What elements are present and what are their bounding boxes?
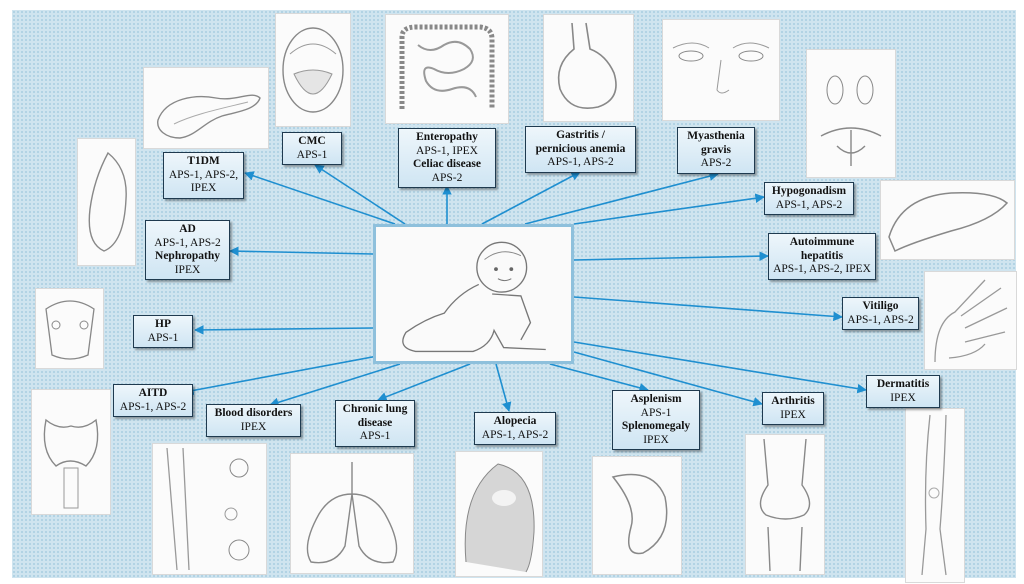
condition-detail: IPEX	[890, 391, 916, 404]
condition-myasthenia-box: Myasthenia gravis APS-2	[677, 127, 755, 174]
condition-title: T1DM	[187, 155, 220, 167]
condition-title: HP	[155, 318, 171, 330]
condition-detail: APS-1, APS-2	[547, 156, 614, 168]
condition-title-2: Nephropathy	[155, 250, 220, 262]
condition-hepatitis-box: Autoimmune hepatitis APS-1, APS-2, IPEX	[768, 233, 876, 280]
liver-sketch	[880, 180, 1015, 260]
spleen-sketch	[592, 456, 682, 575]
condition-t1dm-box: T1DM APS-1, APS-2, IPEX	[163, 152, 244, 199]
intestine-sketch	[385, 14, 509, 124]
arm-sketch	[905, 408, 965, 583]
crawling-baby-sketch	[373, 224, 574, 364]
condition-detail: IPEX	[780, 408, 806, 421]
condition-detail: APS-1, APS-2	[847, 313, 914, 326]
condition-detail: APS-1, APS-2	[775, 198, 843, 211]
condition-aitd-box: AITD APS-1, APS-2	[113, 384, 193, 417]
condition-title: AD	[179, 223, 196, 235]
condition-gastritis-box: Gastritis / pernicious anemia APS-1, APS…	[525, 126, 636, 173]
condition-detail: APS-1	[296, 148, 328, 161]
kidney-adrenal-sketch	[77, 138, 136, 266]
condition-title: Chronic lung disease	[342, 403, 408, 429]
hand-sketch	[924, 271, 1017, 370]
condition-title: Hypogonadism	[771, 185, 847, 197]
condition-detail: APS-1, APS-2	[119, 400, 187, 413]
condition-hypogonadism-box: Hypogonadism APS-1, APS-2	[764, 182, 854, 215]
condition-title: Alopecia	[493, 415, 537, 427]
condition-detail: APS-2	[700, 157, 732, 169]
condition-detail-2: APS-2	[431, 171, 463, 184]
condition-alopecia-box: Alopecia APS-1, APS-2	[474, 412, 556, 445]
thyroid-sketch	[31, 389, 111, 515]
condition-blood-box: Blood disorders IPEX	[206, 404, 301, 437]
condition-detail: APS-1	[640, 406, 672, 419]
condition-title: Gastritis / pernicious anemia	[535, 129, 626, 155]
condition-title-2: Celiac disease	[412, 158, 482, 170]
condition-detail: APS-1, APS-2	[154, 236, 221, 249]
knee-joint-sketch	[745, 434, 825, 575]
blood-cells-sketch	[152, 443, 267, 575]
condition-detail: APS-1	[147, 331, 179, 344]
condition-title: Enteropathy	[416, 131, 478, 143]
mouth-sketch	[275, 13, 351, 127]
condition-title: AITD	[138, 387, 168, 399]
condition-lung-box: Chronic lung disease APS-1	[335, 400, 415, 447]
condition-title: Myasthenia gravis	[687, 130, 745, 156]
condition-arthritis-box: Arthritis IPEX	[762, 392, 824, 425]
condition-dermatitis-box: Dermatitis IPEX	[866, 375, 940, 408]
condition-title-2: Splenomegaly	[621, 420, 691, 432]
condition-detail: APS-1, APS-2	[481, 428, 549, 441]
condition-title: Dermatitis	[876, 378, 930, 390]
condition-enteropathy-box: Enteropathy APS-1, IPEX Celiac disease A…	[398, 128, 496, 188]
head-sketch	[455, 451, 543, 577]
pancreas-sketch	[143, 67, 269, 149]
condition-detail: APS-1, APS-2, IPEX	[773, 263, 871, 275]
condition-title: Blood disorders	[214, 407, 293, 419]
condition-title: Arthritis	[771, 395, 815, 407]
condition-detail-2: IPEX	[174, 263, 201, 276]
condition-title: Autoimmune hepatitis	[789, 236, 855, 262]
condition-hp-box: HP APS-1	[133, 315, 193, 348]
face-sketch	[662, 19, 780, 121]
condition-detail: APS-1, IPEX	[416, 144, 478, 157]
condition-detail: APS-1	[359, 430, 391, 442]
stomach-sketch	[543, 14, 634, 122]
gonads-sketch	[806, 49, 896, 178]
condition-cmc-box: CMC APS-1	[282, 132, 342, 165]
condition-detail: APS-1, APS-2, IPEX	[168, 168, 239, 195]
condition-title: CMC	[298, 135, 326, 147]
condition-vitiligo-box: Vitiligo APS-1, APS-2	[842, 297, 919, 330]
condition-detail-2: IPEX	[643, 433, 669, 446]
parathyroid-sketch	[35, 288, 104, 369]
condition-title: Vitiligo	[862, 300, 899, 312]
condition-title: Asplenism	[630, 393, 682, 405]
lungs-sketch	[290, 453, 414, 574]
condition-ad-box: AD APS-1, APS-2 Nephropathy IPEX	[145, 220, 230, 280]
condition-asplenism-box: Asplenism APS-1 Splenomegaly IPEX	[612, 390, 700, 450]
condition-detail: IPEX	[240, 420, 267, 433]
